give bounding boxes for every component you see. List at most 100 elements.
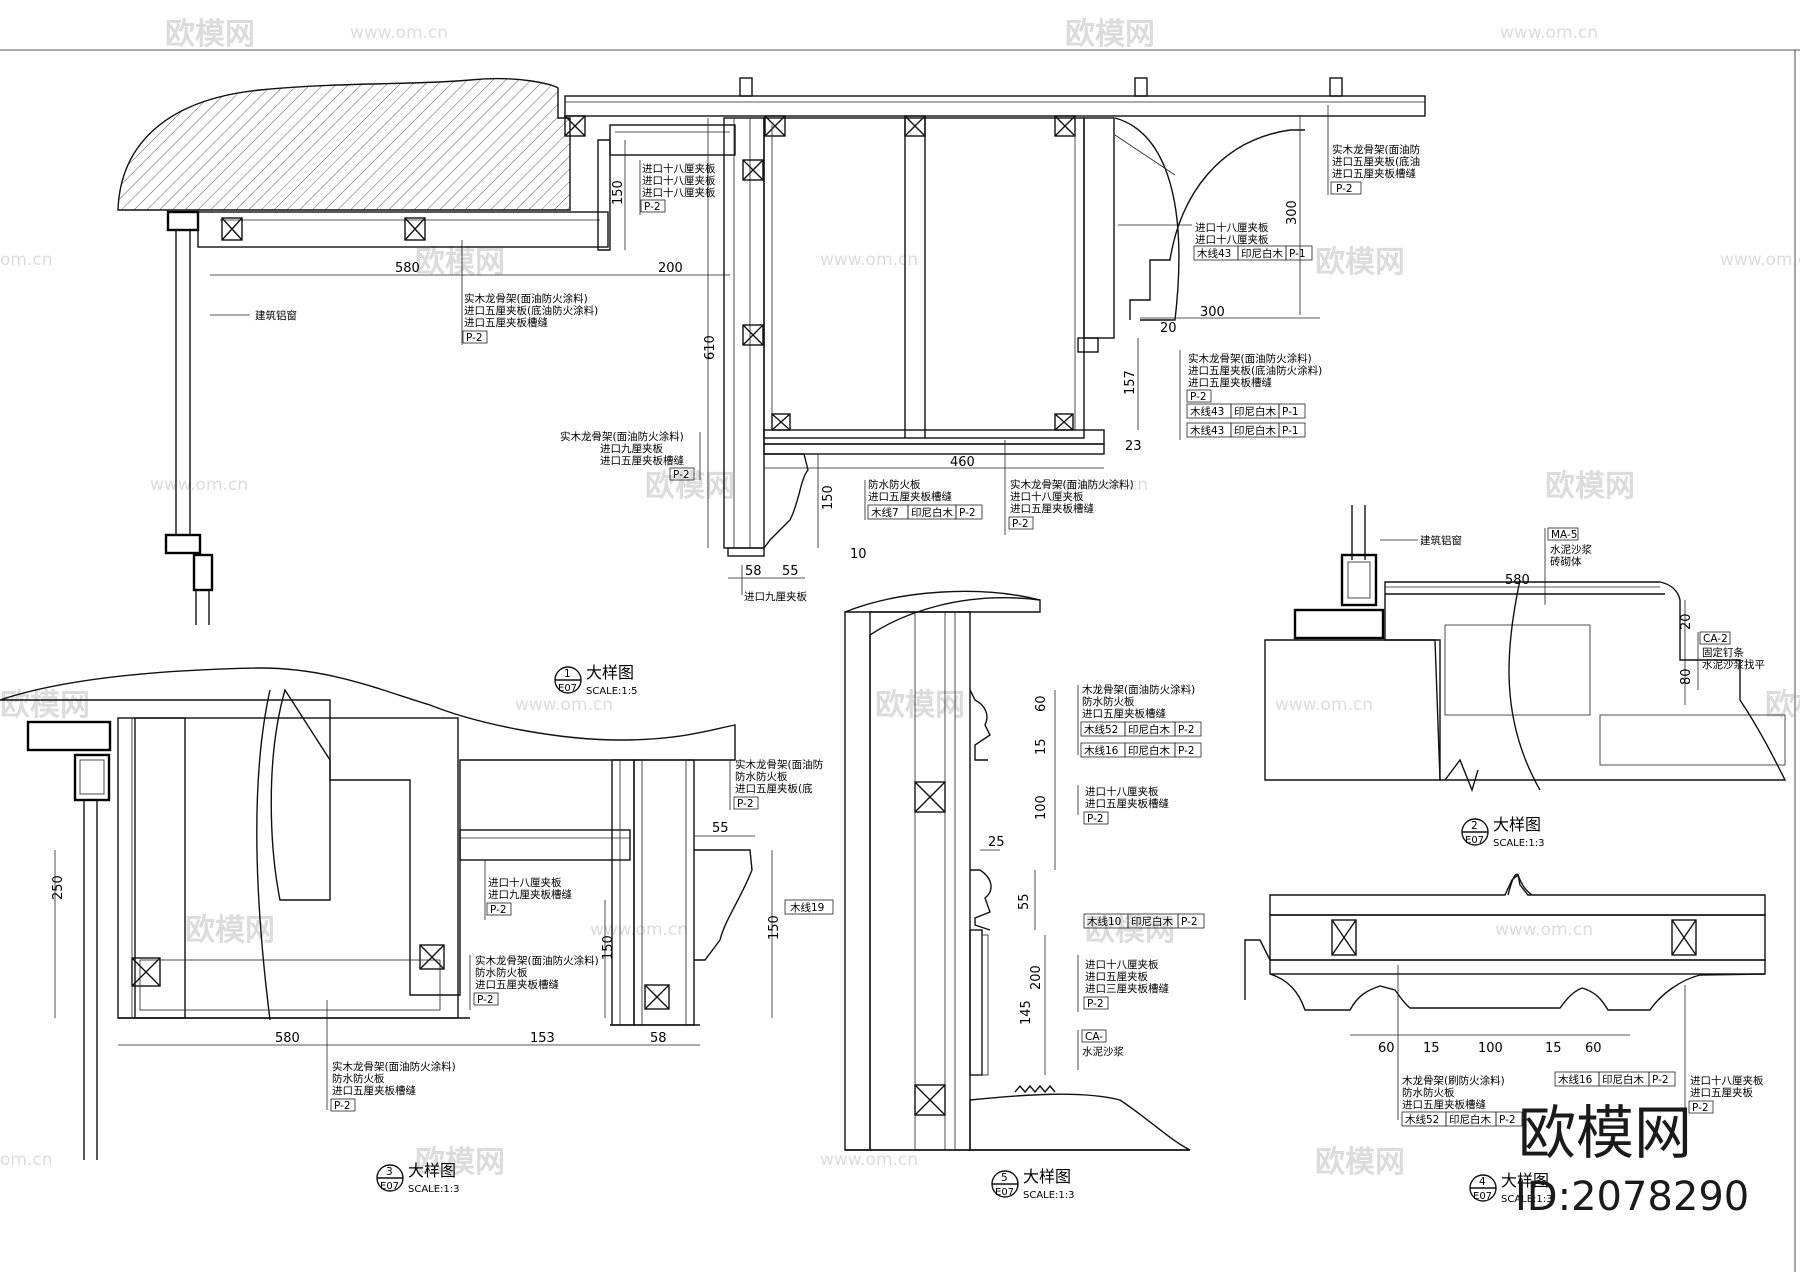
svg-text:P-2: P-2: [673, 469, 690, 481]
detail-5: 60 15 100 25 55 200 145 木龙骨架(面油防火涂料) 防水防…: [844, 590, 1205, 1201]
svg-text:木线7: 木线7: [871, 506, 899, 519]
svg-text:P-2: P-2: [1178, 724, 1195, 736]
window-label: 建筑铝窗: [255, 309, 297, 322]
svg-text:2: 2: [1471, 820, 1478, 832]
svg-text:CA-: CA-: [1085, 1031, 1103, 1043]
svg-text:进口五厘夹板: 进口五厘夹板: [1085, 970, 1148, 983]
watermark-site: om.cn: [0, 250, 53, 270]
watermark-brand: 欧模网: [1085, 913, 1175, 948]
dim-153: 153: [530, 1031, 555, 1046]
svg-text:实木龙骨架(面油防火涂料): 实木龙骨架(面油防火涂料): [560, 430, 684, 443]
svg-text:进口十八厘夹板: 进口十八厘夹板: [642, 174, 716, 187]
watermark-brand: 欧模网: [1765, 688, 1800, 723]
window-head: [166, 210, 200, 232]
wall-left: [844, 597, 1041, 1151]
svg-text:进口五厘夹板槽缝: 进口五厘夹板槽缝: [332, 1084, 416, 1097]
svg-text:进口三厘夹板槽缝: 进口三厘夹板槽缝: [1085, 982, 1169, 995]
tag-d5-c: 木线10 印尼白木 P-2: [1083, 913, 1205, 929]
watermark-site: www.om.cn: [150, 475, 248, 495]
dim-250: 250: [51, 875, 66, 900]
svg-text:防水防火板: 防水防火板: [1082, 695, 1135, 708]
svg-text:进口九厘夹板: 进口九厘夹板: [744, 590, 807, 603]
svg-text:P-2: P-2: [1181, 916, 1198, 928]
svg-text:防水防火板: 防水防火板: [332, 1072, 385, 1085]
dim-80: 80: [1679, 668, 1694, 685]
window-frame: [1340, 553, 1378, 607]
svg-text:MA-5: MA-5: [1551, 529, 1577, 541]
watermark-site: om.cn: [0, 1150, 53, 1170]
svg-text:P-2: P-2: [1087, 998, 1104, 1010]
svg-text:进口五厘夹板(底: 进口五厘夹板(底: [735, 782, 813, 795]
dim-100: 100: [1034, 795, 1049, 820]
detail-3-title: 3 E07 大样图 SCALE:1:3: [376, 1161, 460, 1195]
svg-text:P-2: P-2: [1336, 183, 1353, 195]
svg-text:进口五厘夹板(底油: 进口五厘夹板(底油: [1332, 155, 1420, 168]
tag-d1-d: 木线43 印尼白木 P-1: [1193, 245, 1313, 261]
cabinet-box: [763, 117, 1085, 439]
svg-text:进口十八厘夹板: 进口十八厘夹板: [1085, 785, 1159, 798]
svg-text:P-2: P-2: [466, 332, 483, 344]
svg-text:固定钉条: 固定钉条: [1702, 646, 1744, 659]
watermark-layer: 欧模网 www.om.cn 欧模网 www.om.cn om.cn 欧模网 ww…: [0, 17, 1800, 1180]
watermark-site: www.om.cn: [590, 920, 688, 940]
watermark-site: www.om.cn: [1720, 250, 1800, 270]
svg-text:实木龙骨架(面油防火涂料): 实木龙骨架(面油防火涂料): [475, 954, 599, 967]
svg-text:进口五厘夹板槽缝: 进口五厘夹板槽缝: [1085, 797, 1169, 810]
svg-text:P-2: P-2: [1652, 1074, 1669, 1086]
dim-15: 15: [1034, 738, 1049, 755]
svg-text:防水防火板: 防水防火板: [475, 966, 528, 979]
svg-text:SCALE:1:3: SCALE:1:3: [1023, 1190, 1075, 1201]
svg-text:防水防火板: 防水防火板: [735, 770, 788, 783]
watermark-site: www.om.cn: [350, 23, 448, 43]
watermark-site: www.om.cn: [1050, 475, 1148, 495]
svg-text:P-1: P-1: [1282, 406, 1299, 418]
svg-text:P-2: P-2: [334, 1100, 351, 1112]
cornice-profile: [1114, 117, 1180, 321]
tag-d1-e1: 木线43 印尼白木 P-1: [1186, 403, 1306, 419]
svg-text:实木龙骨架(面油防火涂料): 实木龙骨架(面油防火涂料): [332, 1060, 456, 1073]
tag-d4-a1: 木线16 印尼白木 P-2: [1554, 1071, 1676, 1087]
svg-text:P-2: P-2: [1190, 391, 1207, 403]
dim-25: 25: [988, 835, 1005, 850]
dim-580: 580: [1505, 573, 1530, 588]
brand-name: 欧模网: [1518, 1099, 1692, 1167]
svg-text:建筑铝窗: 建筑铝窗: [1420, 534, 1462, 547]
svg-text:P-2: P-2: [644, 201, 661, 213]
svg-text:木龙骨架(刷防火涂料): 木龙骨架(刷防火涂料): [1402, 1074, 1505, 1087]
watermark-brand: 欧模网: [415, 245, 505, 280]
svg-text:进口五厘夹板槽缝: 进口五厘夹板槽缝: [1188, 376, 1272, 389]
tag-d1-e2: 木线43 印尼白木 P-1: [1186, 422, 1306, 438]
svg-text:E07: E07: [380, 1181, 399, 1192]
svg-text:进口五厘夹板槽缝: 进口五厘夹板槽缝: [1402, 1098, 1486, 1111]
svg-text:E07: E07: [558, 683, 577, 694]
svg-text:进口五厘夹板: 进口五厘夹板: [1690, 1086, 1753, 1099]
svg-text:SCALE:1:3: SCALE:1:3: [1493, 838, 1545, 849]
dim-145: 145: [1019, 1000, 1034, 1025]
svg-text:水泥沙浆: 水泥沙浆: [1082, 1045, 1124, 1058]
tag-moulding-19: 木线19: [790, 901, 824, 914]
watermark-brand: 欧模网: [875, 688, 965, 723]
watermark-brand: 欧模网: [415, 1145, 505, 1180]
svg-text:P-2: P-2: [490, 904, 507, 916]
svg-text:5: 5: [1001, 1172, 1008, 1184]
svg-text:进口五厘夹板(底油防火涂料): 进口五厘夹板(底油防火涂料): [464, 304, 598, 317]
dim-150-b: 150: [821, 485, 836, 510]
watermark-site: www.om.cn: [1275, 695, 1373, 715]
watermark-brand: 欧模网: [1545, 469, 1635, 504]
detail-1: 580 200 150 300 20 300 610 157 23 460 15…: [117, 77, 1426, 697]
stone-head: [0, 667, 736, 996]
dim-10: 10: [850, 547, 867, 562]
svg-text:进口五厘夹板(底油防火涂料): 进口五厘夹板(底油防火涂料): [1188, 364, 1322, 377]
svg-text:进口九厘夹板: 进口九厘夹板: [600, 442, 663, 455]
svg-text:P-2: P-2: [1692, 1102, 1709, 1114]
dim-300-h: 300: [1200, 305, 1225, 320]
svg-text:进口十八厘夹板: 进口十八厘夹板: [1690, 1074, 1764, 1087]
svg-text:印尼白木: 印尼白木: [1128, 723, 1170, 736]
svg-text:进口五厘夹板槽缝: 进口五厘夹板槽缝: [475, 978, 559, 991]
tag-d1-g: 木线7 印尼白木 P-2: [867, 504, 983, 520]
svg-text:进口五厘夹板槽缝: 进口五厘夹板槽缝: [1082, 707, 1166, 720]
svg-text:木线52: 木线52: [1084, 723, 1118, 736]
dim-200: 200: [1029, 965, 1044, 990]
detail-4: 60 15 100 15 60 木龙骨架(刷防火涂料) 防水防火板 进口五厘夹板…: [1244, 873, 1766, 1205]
svg-text:砖砌体: 砖砌体: [1550, 555, 1582, 568]
